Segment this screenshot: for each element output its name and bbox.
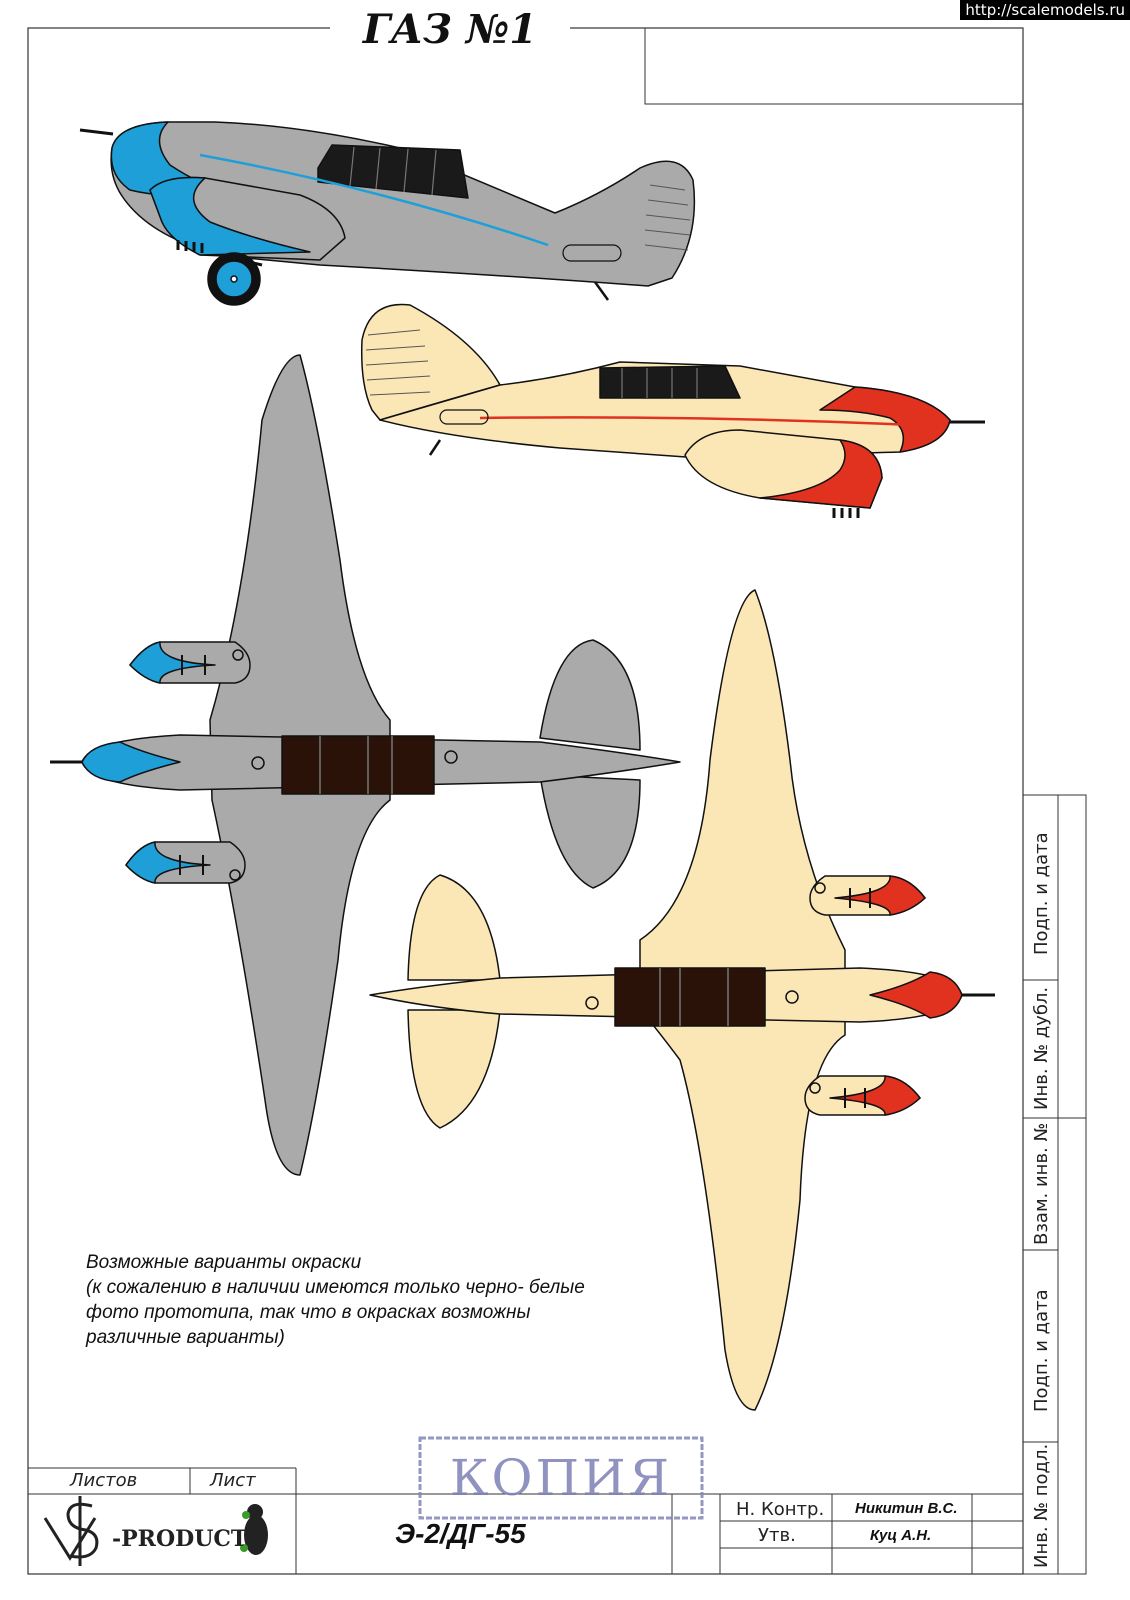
role-label: Утв. (758, 1525, 796, 1546)
drawing-code: Э-2/ДГ-55 (395, 1518, 526, 1549)
signatory-name: Никитин В.С. (855, 1500, 958, 1517)
color-scheme-note: Возможные варианты окраски (к сожалению … (86, 1250, 726, 1350)
side-label: Инв. № дубл. (1031, 986, 1052, 1110)
side-block-frame (1022, 794, 1087, 1575)
role-label: Н. Контр. (736, 1499, 825, 1520)
note-line: фото прототипа, так что в окрасках возмо… (86, 1302, 531, 1323)
note-line: Возможные варианты окраски (86, 1252, 362, 1273)
corner-box (644, 27, 1024, 105)
watermark-url: http://scalemodels.ru (960, 0, 1130, 20)
sheets-label: Листов (70, 1470, 138, 1491)
signatory-name: Куц А.Н. (870, 1527, 932, 1544)
title-block-frame (28, 1467, 1023, 1574)
aircraft-side-grey (79, 121, 696, 306)
brand-name: -PRODUCT (112, 1526, 248, 1552)
aircraft-plan-grey (50, 354, 681, 1176)
copy-stamp: КОПИЯ (449, 1449, 673, 1507)
stamp-frame (418, 1436, 704, 1520)
side-label: Взам. инв. № (1031, 1122, 1052, 1245)
brand-logo-mark (43, 1496, 99, 1566)
aircraft-side-cream (360, 303, 985, 518)
cat-mascot-icon (240, 1504, 268, 1555)
sheet-title: ГАЗ №1 (330, 6, 570, 54)
note-line: (к сожалению в наличии имеются только че… (86, 1277, 585, 1298)
side-label: Подп. и дата (1031, 832, 1052, 955)
note-line: различные варианты) (86, 1327, 285, 1348)
sheet-label: Лист (210, 1470, 256, 1491)
side-label: Подп. и дата (1031, 1289, 1052, 1412)
aircraft-plan-cream (369, 589, 995, 1411)
side-label: Инв. № подл. (1031, 1443, 1052, 1568)
